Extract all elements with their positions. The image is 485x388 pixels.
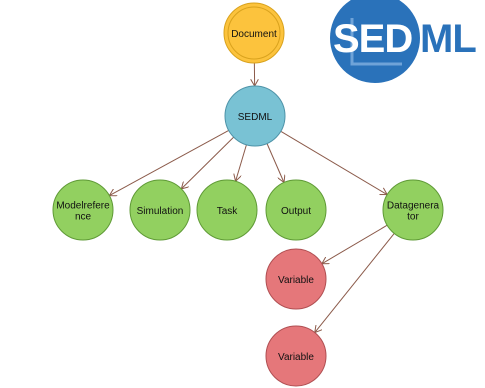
node-label-document: Document: [231, 29, 277, 40]
node-label-sedml: SEDML: [238, 112, 273, 123]
node-label-simulation: Simulation: [137, 206, 184, 217]
edges-layer: [109, 62, 395, 333]
node-circle-variable1: [265, 248, 327, 310]
node-circle-simulation: [129, 179, 191, 241]
edge-datagenerator-to-variable2: [315, 233, 395, 332]
node-circle-task: [196, 179, 258, 241]
node-simulation: Simulation: [129, 179, 191, 241]
node-label-datagenerator: Datagenera: [387, 201, 440, 212]
node-label-task: Task: [217, 206, 239, 217]
node-circle-datagenerator: [382, 179, 444, 241]
node-circle-modelreference: [52, 179, 114, 241]
node-inner-ring-document: [227, 6, 281, 60]
node-circle-document: [223, 2, 285, 64]
logo-axis-decoration: [350, 18, 402, 66]
node-label-variable1: Variable: [278, 275, 314, 286]
edge-sedml-to-datagenerator: [280, 130, 387, 194]
edge-datagenerator-to-variable1: [322, 224, 388, 264]
node-document: Document: [223, 2, 285, 64]
node-variable1: Variable: [265, 248, 327, 310]
node-circle-output: [265, 179, 327, 241]
edge-sedml-to-task: [236, 144, 247, 181]
node-label-modelreference: nce: [75, 212, 92, 223]
node-label-output: Output: [281, 206, 311, 217]
node-sedml: SEDML: [224, 85, 286, 147]
node-task: Task: [196, 179, 258, 241]
node-circle-variable2: [265, 325, 327, 387]
edge-sedml-to-modelreference: [109, 129, 229, 195]
node-variable2: Variable: [265, 325, 327, 387]
edge-sedml-to-simulation: [181, 136, 235, 189]
node-label-modelreference: Modelrefere: [56, 201, 110, 212]
node-output: Output: [265, 179, 327, 241]
edge-sedml-to-output: [266, 143, 284, 182]
logo-ml-text: ML: [420, 17, 476, 61]
node-label-datagenerator: tor: [407, 212, 419, 223]
node-circle-sedml: [224, 85, 286, 147]
logo-sed-text: SED: [333, 17, 412, 61]
node-label-variable2: Variable: [278, 352, 314, 363]
sedml-logo: SED ML: [330, 0, 477, 83]
